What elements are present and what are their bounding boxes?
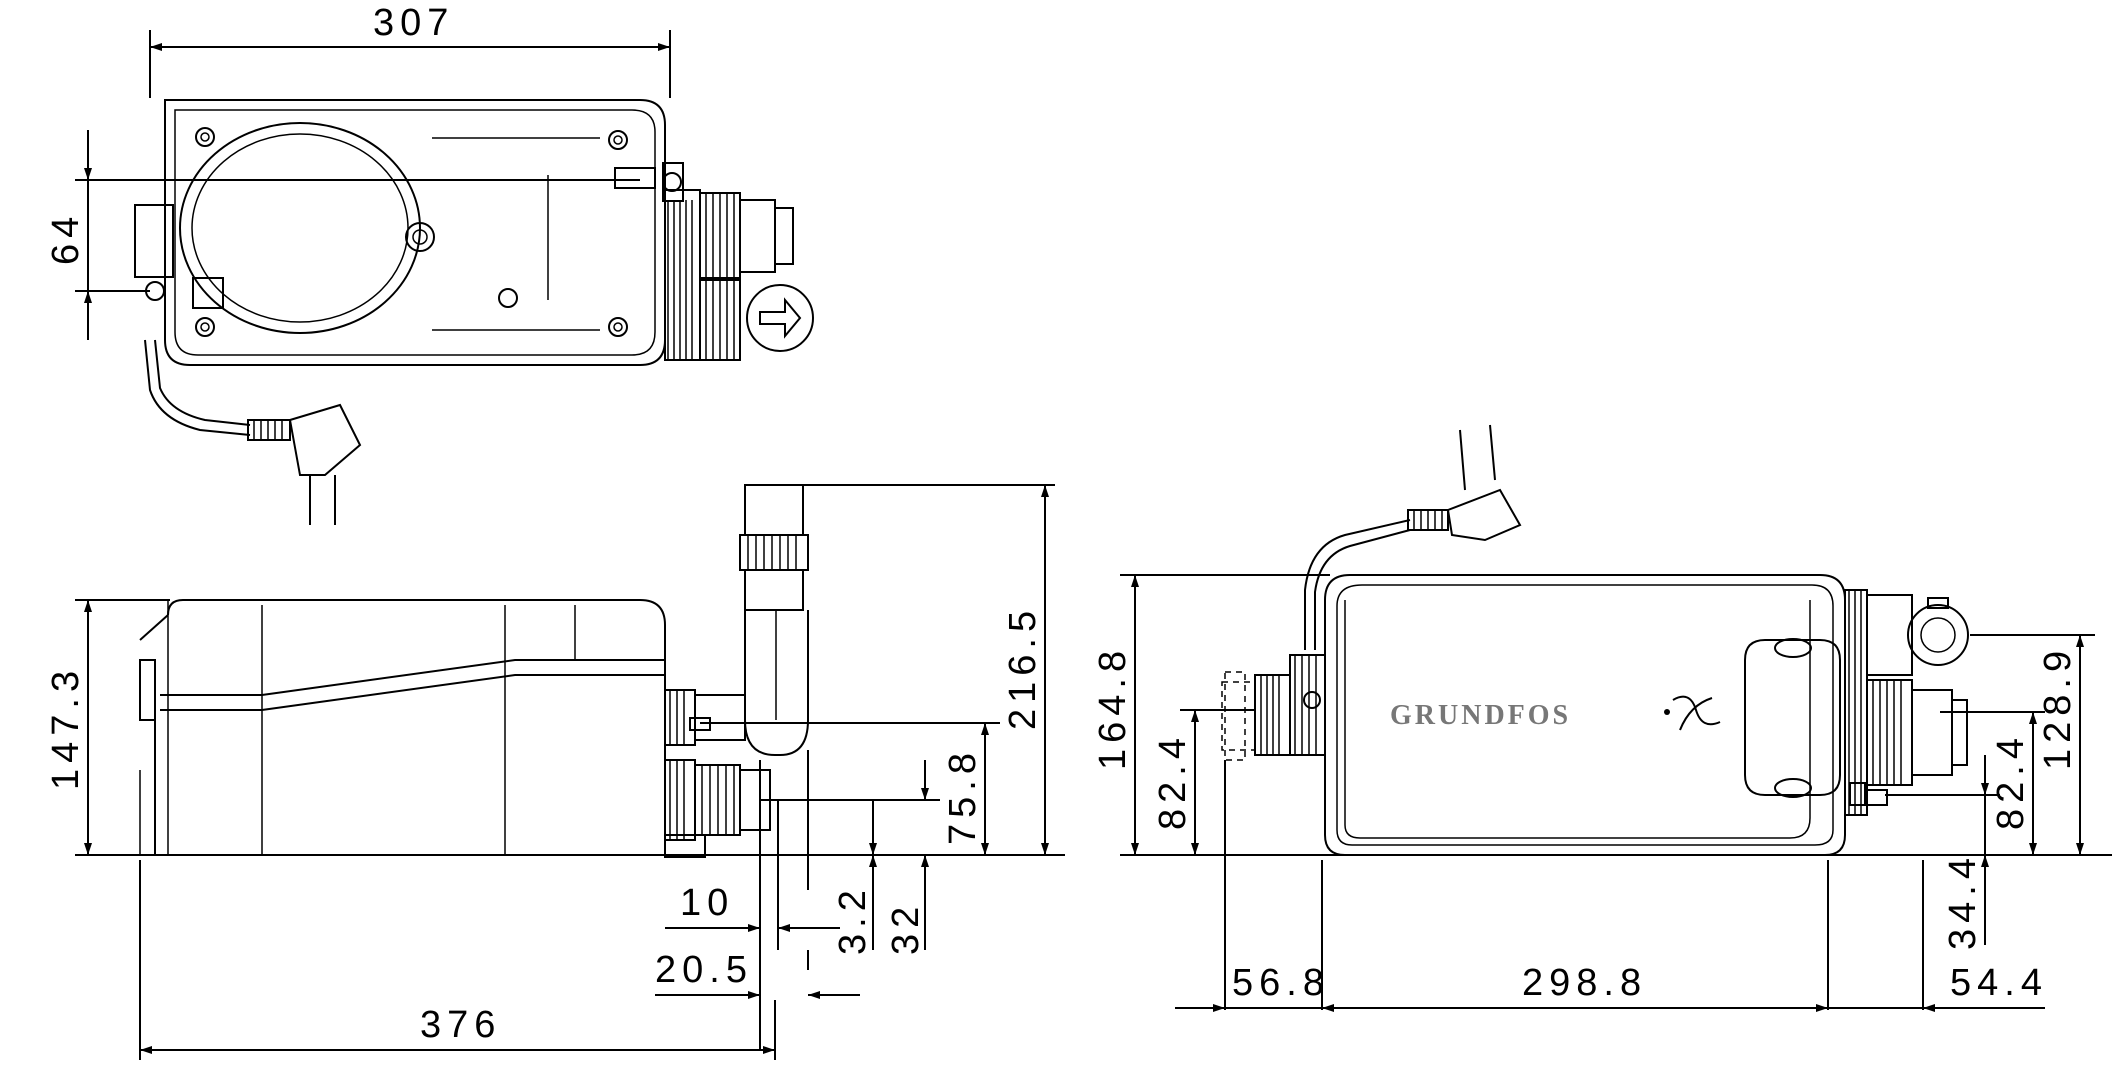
dim-front-width: 298.8: [1522, 962, 1647, 1004]
dim-side-length: 376: [420, 1004, 501, 1046]
dim-front-inlet-right: 82.4: [1990, 732, 2032, 830]
dim-top-height: 64: [45, 211, 87, 265]
dimension-labels: 307 64 147.3 216.5 75.8 3.2 32 10 20.5 3…: [45, 2, 2079, 1046]
dim-front-outlet: 128.9: [2037, 645, 2079, 770]
dimension-lines: [75, 30, 2112, 1060]
dim-side-10: 10: [680, 882, 734, 924]
dim-front-34-4: 34.4: [1942, 852, 1984, 950]
grundfos-logo-icon: [1672, 695, 1721, 731]
side-view: [139, 484, 809, 858]
dim-side-32: 32: [885, 901, 927, 955]
dim-front-right: 54.4: [1950, 962, 2048, 1004]
dim-side-20-5: 20.5: [655, 949, 753, 991]
dim-front-inlet-left: 82.4: [1152, 732, 1194, 830]
dim-side-3-2: 3.2: [832, 884, 874, 955]
brand-logo: GRUNDFOS: [1390, 700, 1571, 731]
dim-front-left: 56.8: [1232, 962, 1330, 1004]
dim-side-total-height: 216.5: [1002, 605, 1044, 730]
front-view: GRUNDFOS: [1221, 424, 1969, 856]
dim-side-outlet-height: 75.8: [942, 747, 984, 845]
dim-side-height: 147.3: [45, 665, 87, 790]
dim-top-width: 307: [373, 2, 454, 44]
dim-front-height: 164.8: [1092, 645, 1134, 770]
top-view: [134, 99, 814, 525]
